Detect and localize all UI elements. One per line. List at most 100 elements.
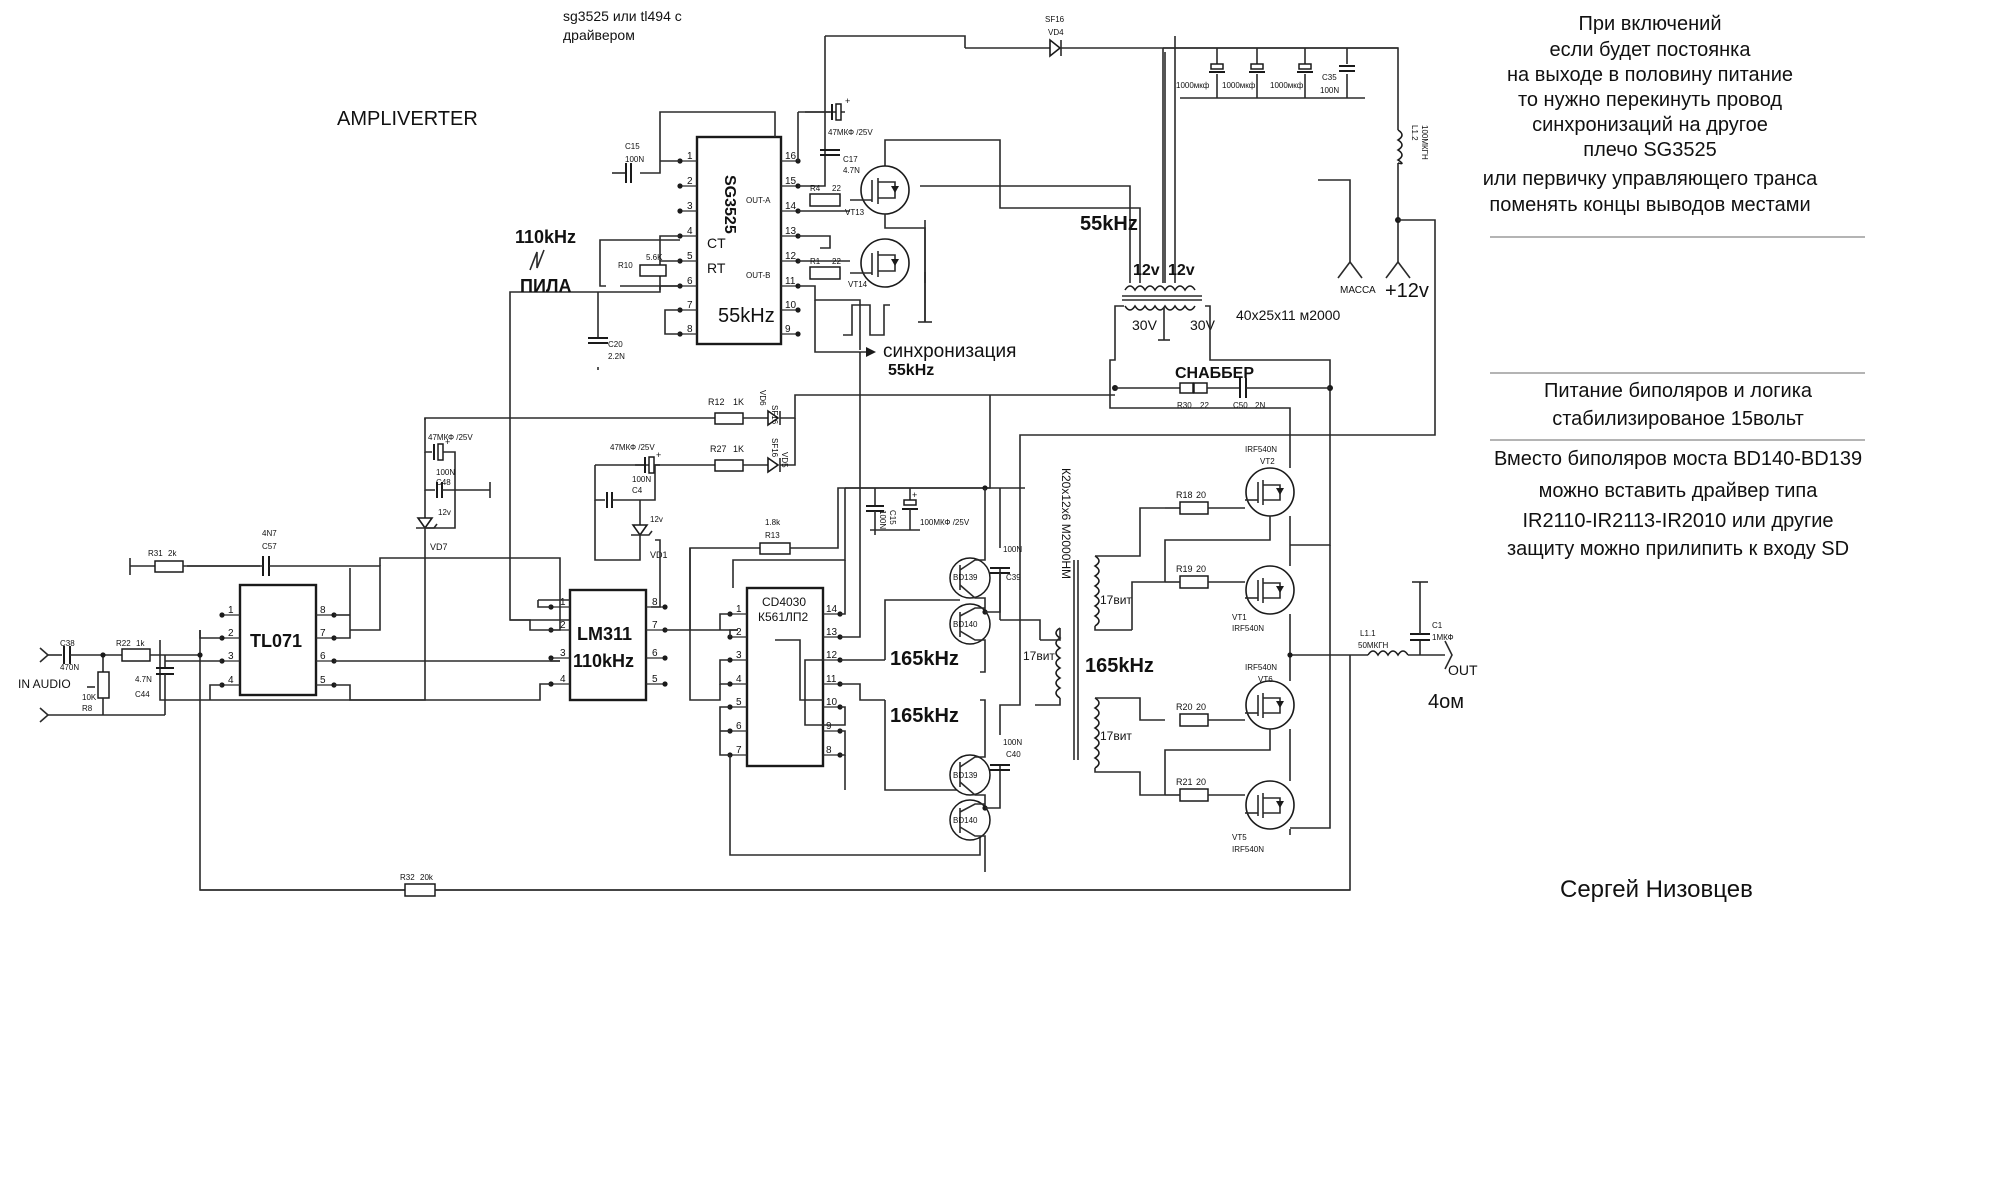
svg-text:VT2: VT2 [1260,457,1275,466]
svg-text:6: 6 [736,721,742,732]
svg-text:10: 10 [785,300,797,311]
cd4030-wiring [689,352,981,856]
svg-text:SF16: SF16 [770,405,779,425]
svg-text:BD140: BD140 [953,620,978,629]
output-bridge: R18 20 IRF540N VT2 R19 20 VT1 IRF540N R2… [1130,407,1350,854]
svg-text:2N: 2N [1255,401,1265,410]
vt14-mosfet: VT14 [848,238,910,289]
svg-text:C39: C39 [1006,573,1021,582]
svg-text:7: 7 [320,628,326,639]
svg-text:16: 16 [785,151,797,162]
svg-text:14: 14 [826,604,838,615]
svg-text:1000мкф: 1000мкф [1222,81,1256,90]
svg-text:стабилизированое 15вольт: стабилизированое 15вольт [1552,408,1804,430]
svg-text:IN AUDIO: IN AUDIO [18,677,71,691]
svg-text:+: + [912,490,917,500]
r13-resistor: 1.8k R13 [689,395,991,630]
svg-text:15: 15 [785,176,797,187]
driver-supply-caps: 100N C15 + 100МКФ /25V [845,487,1025,535]
svg-text:поменять концы выводов местами: поменять концы выводов местами [1489,194,1810,216]
svg-text:20: 20 [1196,702,1206,712]
svg-text:2.2N: 2.2N [608,352,625,361]
bridge-freq-top: 165kHz [890,648,959,670]
svg-text:4.7N: 4.7N [843,166,860,175]
svg-text:4: 4 [560,674,566,685]
sg3525-wiring [509,35,1399,621]
svg-text:47МКФ /25V: 47МКФ /25V [828,128,873,137]
svg-text:2: 2 [560,620,566,631]
svg-text:R20: R20 [1176,702,1193,712]
svg-text:12v: 12v [1168,262,1195,279]
gate-freq: 165kHz [1085,655,1154,677]
r1-resistor: R1 22 [809,257,841,280]
r4-resistor: R4 22 [809,184,841,207]
c57-capacitor: 4N7 C57 [262,529,277,576]
svg-text:1: 1 [687,151,693,162]
svg-text:470N: 470N [60,663,79,672]
svg-text:C48: C48 [436,478,451,487]
svg-text:R13: R13 [765,531,780,540]
svg-text:+12v: +12v [1385,280,1429,302]
r31-resistor: R31 2k [129,549,184,575]
svg-text:12: 12 [785,251,797,262]
svg-text:R22: R22 [116,639,131,648]
svg-text:12v: 12v [438,508,451,517]
svg-text:55kHz: 55kHz [888,362,934,379]
svg-text:2: 2 [687,176,693,187]
svg-text:TL071: TL071 [250,631,302,651]
svg-text:VD1: VD1 [650,550,668,560]
svg-text:22: 22 [832,184,841,193]
svg-text:+: + [845,96,850,106]
svg-text:100N: 100N [1003,545,1022,554]
svg-text:то нужно перекинуть провод: то нужно перекинуть провод [1518,89,1782,111]
svg-text:При включений: При включений [1579,13,1722,35]
svg-text:6: 6 [687,276,693,287]
svg-text:4ом: 4ом [1428,691,1464,713]
l2-inductor: L1.2 100МКГН [1396,125,1429,165]
svg-text:IRF540N: IRF540N [1232,624,1264,633]
svg-text:20k: 20k [420,873,434,882]
svg-text:C38: C38 [60,639,75,648]
svg-text:110kHz: 110kHz [573,651,634,671]
svg-text:Вместо биполяров моста BD140-B: Вместо биполяров моста BD140-BD139 [1494,448,1862,470]
svg-text:12: 12 [826,650,838,661]
svg-text:13: 13 [826,627,838,638]
svg-text:1МКФ: 1МКФ [1432,633,1454,642]
svg-text:3: 3 [228,651,234,662]
svg-text:VT13: VT13 [845,208,865,217]
svg-text:3: 3 [736,650,742,661]
svg-text:+: + [445,437,450,447]
svg-text:9: 9 [785,324,791,335]
svg-text:R30: R30 [1177,401,1192,410]
svg-text:C15: C15 [888,510,897,525]
svg-text:R10: R10 [618,261,633,270]
r27-vd5-branch: R27 1K SF16 VD5 [595,418,796,474]
svg-text:17вит: 17вит [1100,729,1132,743]
svg-text:12v: 12v [1133,262,1160,279]
svg-text:5: 5 [652,674,658,685]
c15-capacitor: C15 100N [625,142,644,183]
author-name: Сергей Низовцев [1560,876,1753,903]
svg-text:на выходе в половину питание: на выходе в половину питание [1507,64,1793,86]
svg-text:100N: 100N [632,475,651,484]
svg-text:20: 20 [1196,564,1206,574]
svg-text:22: 22 [1200,401,1209,410]
svg-text:C50: C50 [1233,401,1248,410]
svg-text:1K: 1K [733,397,744,407]
svg-text:11: 11 [785,276,796,287]
svg-text:30V: 30V [1132,317,1158,333]
saw-freq-label: 110kHz [515,227,576,247]
svg-text:IR2110-IR2113-IR2010 или други: IR2110-IR2113-IR2010 или другие [1522,510,1833,532]
svg-text:C4: C4 [632,486,643,495]
svg-text:R31: R31 [148,549,163,558]
svg-text:10K: 10K [82,693,97,702]
subtitle-line2: драйвером [563,27,635,43]
svg-text:20: 20 [1196,777,1206,787]
driver-lower-pair: BD139 BD140 100N C40 [884,560,1022,872]
svg-text:5: 5 [736,697,742,708]
svg-text:8: 8 [320,605,326,616]
svg-text:4.7N: 4.7N [135,675,152,684]
svg-text:3: 3 [560,648,566,659]
